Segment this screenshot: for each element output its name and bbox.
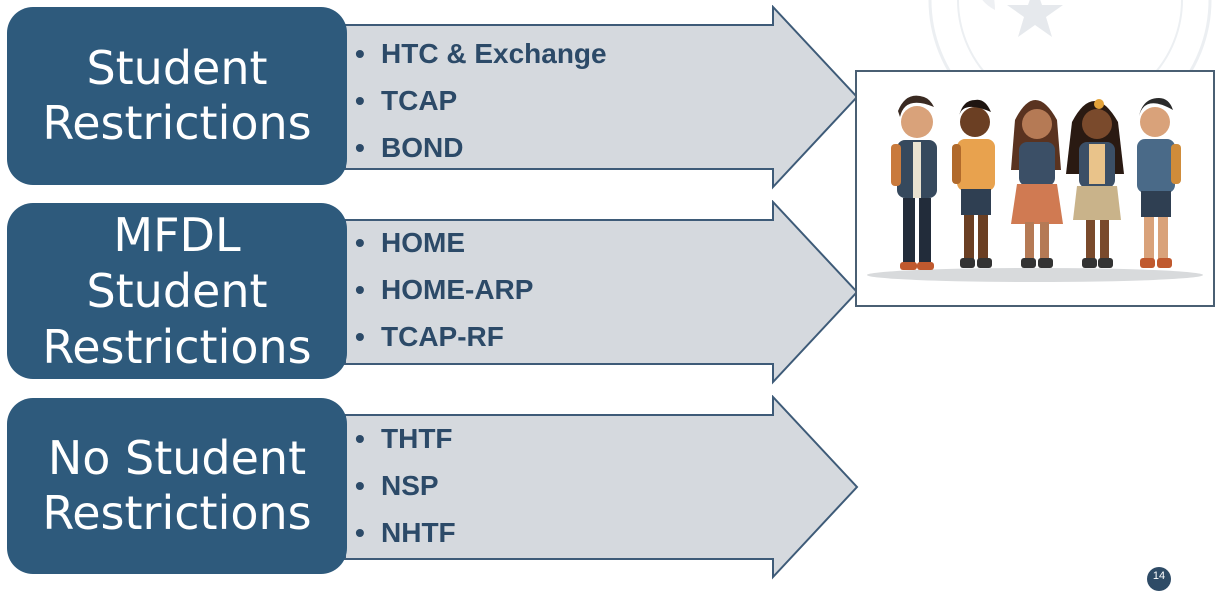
- student-figure: [1066, 99, 1124, 268]
- program-item: • THTF: [355, 415, 456, 462]
- category-label-line: Student: [86, 263, 268, 318]
- program-item: • HTC & Exchange: [355, 30, 607, 77]
- category-label-box: MFDL Student Restrictions: [7, 203, 347, 379]
- program-item: • TCAP-RF: [355, 313, 533, 360]
- program-item: • NHTF: [355, 509, 456, 556]
- student-figure: [1137, 98, 1181, 268]
- student-figure: [891, 95, 937, 270]
- program-item: • NSP: [355, 462, 456, 509]
- program-name: NSP: [381, 470, 439, 501]
- bullet-dot: •: [355, 132, 365, 163]
- bullet-dot: •: [355, 470, 365, 501]
- program-list: • HTC & Exchange • TCAP • BOND: [355, 30, 607, 171]
- bullet-dot: •: [355, 38, 365, 69]
- program-item: • BOND: [355, 124, 607, 171]
- group-mfdl-student-restrictions: MFDL Student Restrictions • HOME • HOME-AR…: [0, 200, 870, 390]
- bullet-dot: •: [355, 423, 365, 454]
- program-name: TCAP-RF: [381, 321, 504, 352]
- bullet-dot: •: [355, 227, 365, 258]
- students-illustration: [867, 95, 1203, 282]
- student-figure: [952, 99, 995, 268]
- arrow-shape: [344, 395, 859, 580]
- bullet-dot: •: [355, 85, 365, 116]
- bullet-dot: •: [355, 321, 365, 352]
- bullet-dot: •: [355, 274, 365, 305]
- program-name: HOME: [381, 227, 465, 258]
- program-name: HOME-ARP: [381, 274, 534, 305]
- program-item: • HOME-ARP: [355, 266, 533, 313]
- program-name: NHTF: [381, 517, 456, 548]
- category-label-box: Student Restrictions: [7, 7, 347, 185]
- category-label-line: Restrictions: [42, 96, 312, 150]
- category-label-line: Restrictions: [42, 320, 312, 375]
- student-figure: [1011, 100, 1063, 268]
- arrow-shape: [344, 5, 859, 190]
- program-name: THTF: [381, 423, 453, 454]
- page-number-badge: 14: [1147, 567, 1171, 591]
- category-label-line: No Student: [47, 430, 307, 485]
- program-name: HTC & Exchange: [381, 38, 607, 69]
- program-item: • HOME: [355, 219, 533, 266]
- program-item: • TCAP: [355, 77, 607, 124]
- category-label-box: No Student Restrictions: [7, 398, 347, 574]
- group-no-student-restrictions: No Student Restrictions • THTF • NSP • NHTF: [0, 395, 870, 585]
- bullet-dot: •: [355, 517, 365, 548]
- program-name: BOND: [381, 132, 464, 163]
- arrow-shape: [344, 200, 859, 385]
- category-label-line: Student: [86, 40, 268, 95]
- students-illustration-frame: [855, 70, 1215, 307]
- program-list: • HOME • HOME-ARP • TCAP-RF: [355, 219, 533, 360]
- program-name: TCAP: [381, 85, 458, 116]
- group-student-restrictions: Student Restrictions • HTC & Exchange • TC…: [0, 5, 870, 195]
- category-label-line: MFDL: [113, 207, 241, 262]
- program-list: • THTF • NSP • NHTF: [355, 415, 456, 556]
- category-label-line: Restrictions: [42, 486, 312, 540]
